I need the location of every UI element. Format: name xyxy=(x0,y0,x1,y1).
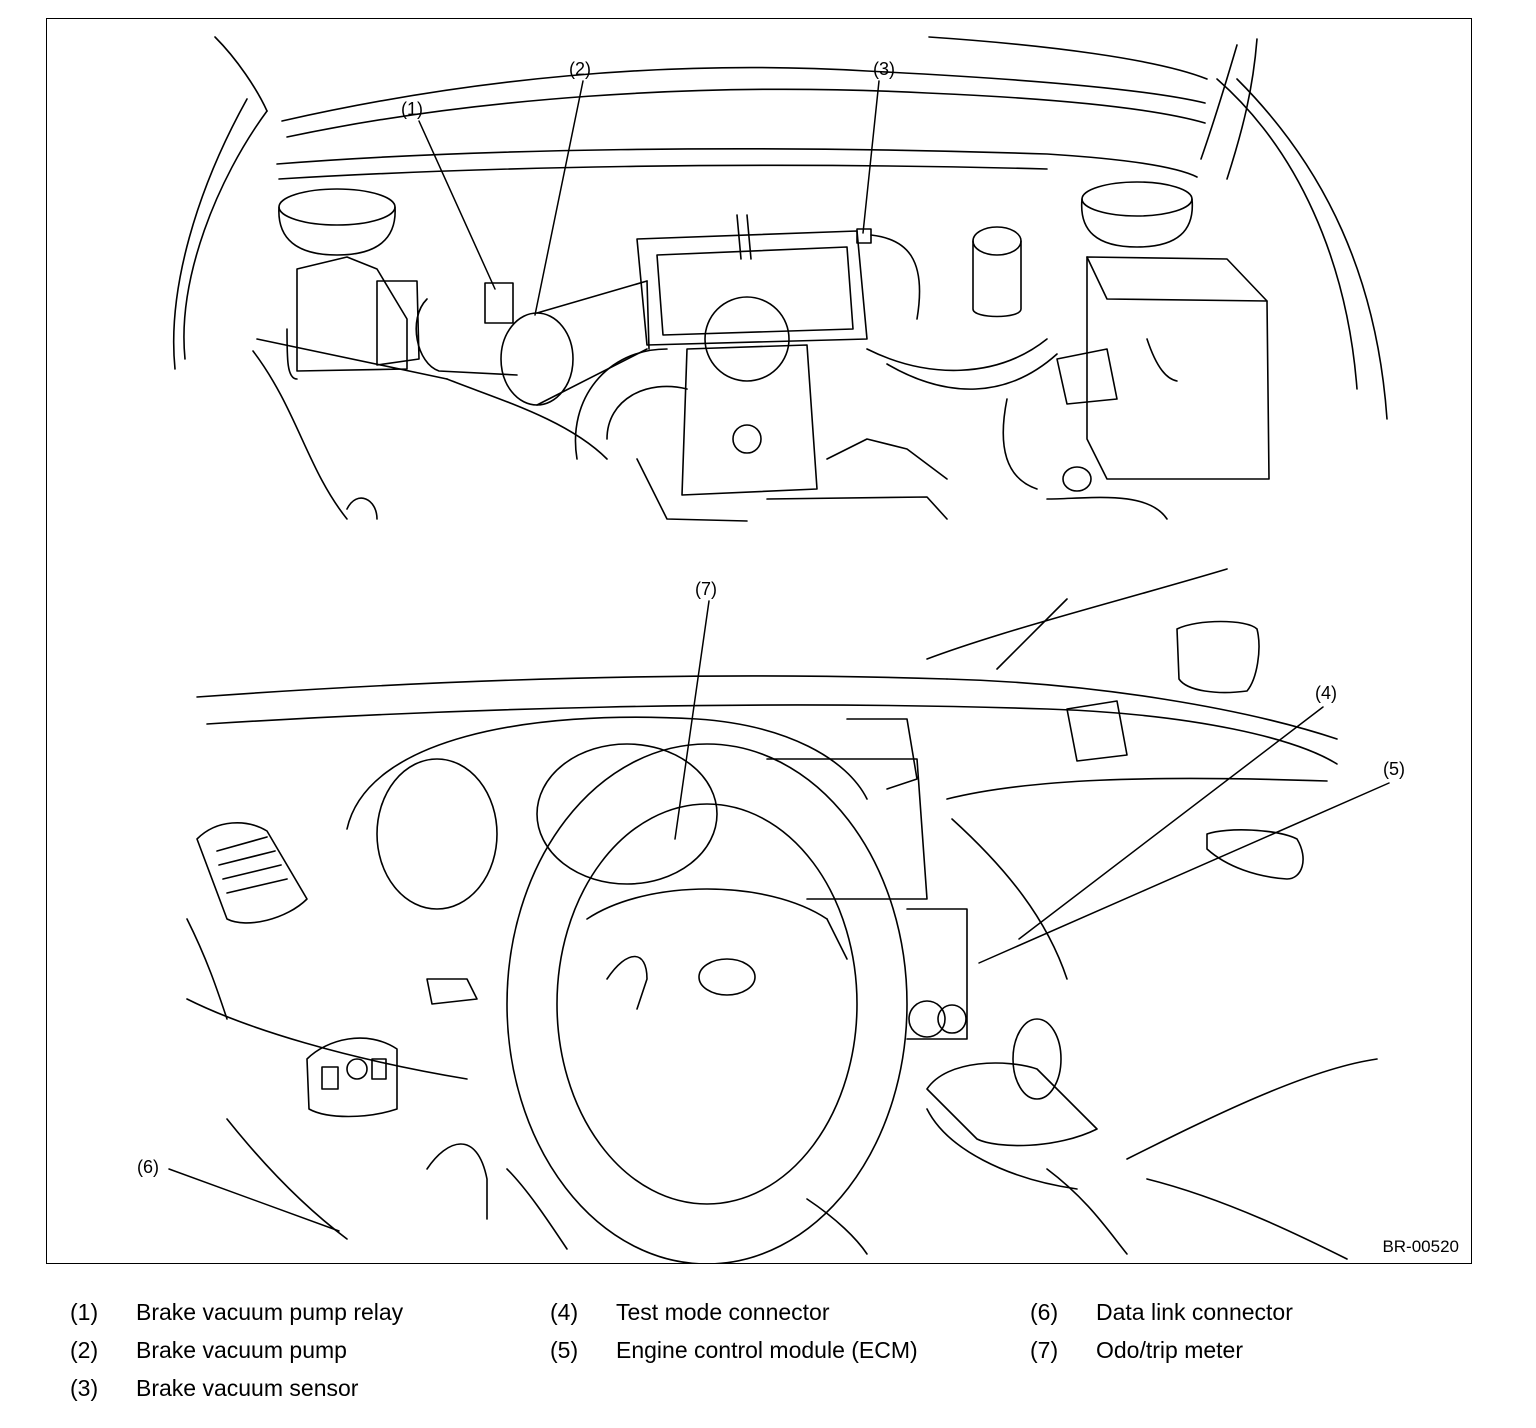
callout-6: (6) xyxy=(137,1157,159,1177)
dashboard-art xyxy=(187,569,1377,1264)
leader-lines xyxy=(169,81,1389,1231)
legend-number: (3) xyxy=(70,1375,99,1401)
legend-label: Test mode connector xyxy=(616,1299,830,1325)
legend-label: Brake vacuum sensor xyxy=(136,1375,359,1401)
legend-number: (7) xyxy=(1030,1337,1059,1363)
line-art xyxy=(47,19,1472,1264)
legend-label: Brake vacuum pump relay xyxy=(136,1299,404,1325)
legend-label: Engine control module (ECM) xyxy=(616,1337,918,1363)
legend-label: Brake vacuum pump xyxy=(136,1337,347,1363)
legend-number: (2) xyxy=(70,1337,99,1363)
legend-label: Data link connector xyxy=(1096,1299,1293,1325)
legend-number: (6) xyxy=(1030,1299,1059,1325)
callout-1: (1) xyxy=(401,99,423,119)
legend-label: Odo/trip meter xyxy=(1096,1337,1243,1363)
figure-code: BR-00520 xyxy=(1382,1237,1459,1256)
engine-bay-art xyxy=(174,37,1387,521)
callout-5: (5) xyxy=(1383,759,1405,779)
diagram-frame: (1) (2) (3) (4) (5) (6) (7) BR-00520 xyxy=(46,18,1472,1264)
callout-4: (4) xyxy=(1315,683,1337,703)
legend-number: (5) xyxy=(550,1337,579,1363)
callout-3: (3) xyxy=(873,59,895,79)
legend-number: (4) xyxy=(550,1299,579,1325)
legend-number: (1) xyxy=(70,1299,99,1325)
callout-7: (7) xyxy=(695,579,717,599)
callout-2: (2) xyxy=(569,59,591,79)
